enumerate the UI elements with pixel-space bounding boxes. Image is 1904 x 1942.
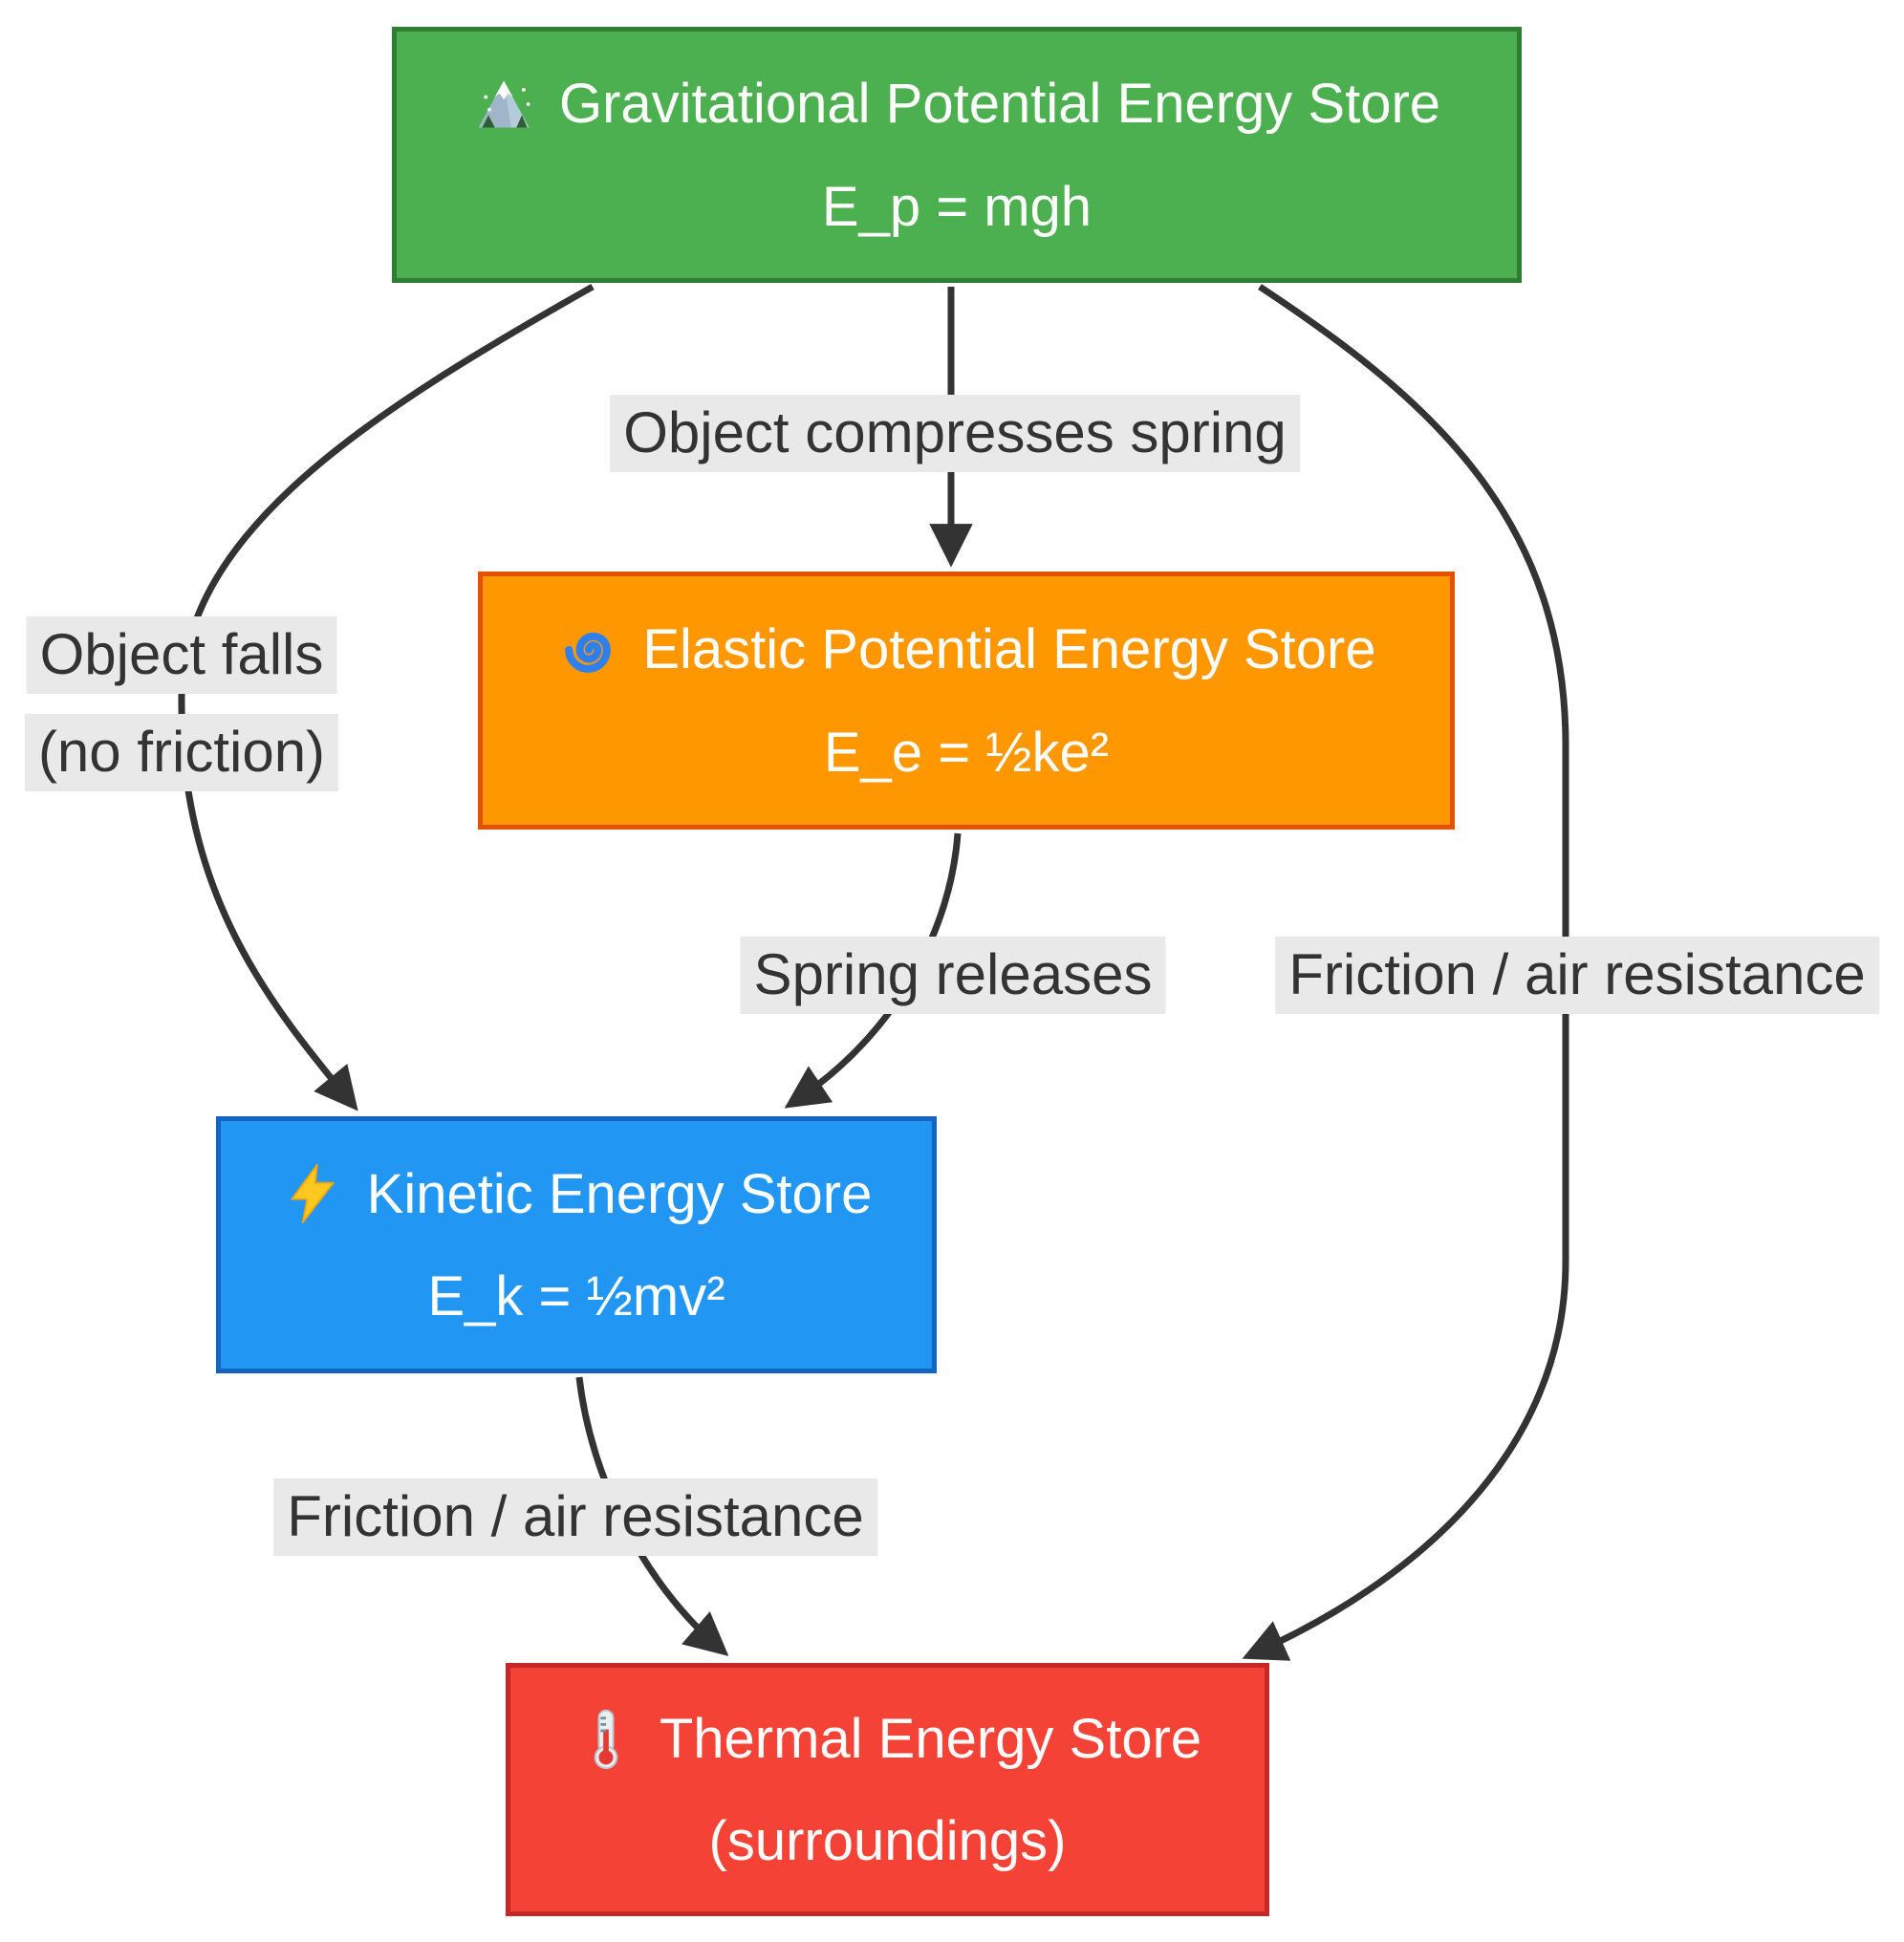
edge-label-friction-air-resistance-right: Friction / air resistance	[1275, 937, 1879, 1014]
node-elastic-potential-energy: Elastic Potential Energy Store E_e = ½ke…	[478, 572, 1455, 830]
lightning-icon	[291, 1163, 335, 1224]
node-title-row: Thermal Energy Store	[573, 1706, 1201, 1771]
edge-label-object-compresses-spring: Object compresses spring	[610, 395, 1300, 472]
edge-label-object-falls: Object falls	[26, 616, 337, 694]
node-formula: E_p = mgh	[821, 175, 1093, 238]
node-kinetic-energy: Kinetic Energy Store E_k = ½mv²	[216, 1116, 937, 1373]
node-gravitational-potential-energy: Gravitational Potential Energy Store E_p…	[392, 27, 1522, 283]
node-title: Gravitational Potential Energy Store	[558, 73, 1441, 135]
edge-label-friction-air-resistance-bottom: Friction / air resistance	[273, 1478, 877, 1556]
node-title: Elastic Potential Energy Store	[642, 618, 1376, 680]
node-thermal-energy: Thermal Energy Store (surroundings)	[506, 1663, 1269, 1916]
node-title: Thermal Energy Store	[659, 1707, 1202, 1770]
node-title-row: Kinetic Energy Store	[281, 1161, 873, 1226]
node-title: Kinetic Energy Store	[366, 1162, 873, 1225]
cyclone-icon	[565, 632, 612, 673]
mountain-icon	[478, 79, 530, 128]
edge-label-spring-releases: Spring releases	[740, 937, 1166, 1014]
thermometer-icon	[594, 1709, 618, 1770]
node-formula: (surroundings)	[708, 1810, 1067, 1872]
node-formula: E_k = ½mv²	[427, 1265, 725, 1327]
node-formula: E_e = ½ke²	[823, 721, 1110, 784]
node-title-row: Gravitational Potential Energy Store	[473, 72, 1440, 137]
edge-label-no-friction: (no friction)	[24, 714, 339, 791]
node-title-row: Elastic Potential Energy Store	[556, 617, 1376, 682]
